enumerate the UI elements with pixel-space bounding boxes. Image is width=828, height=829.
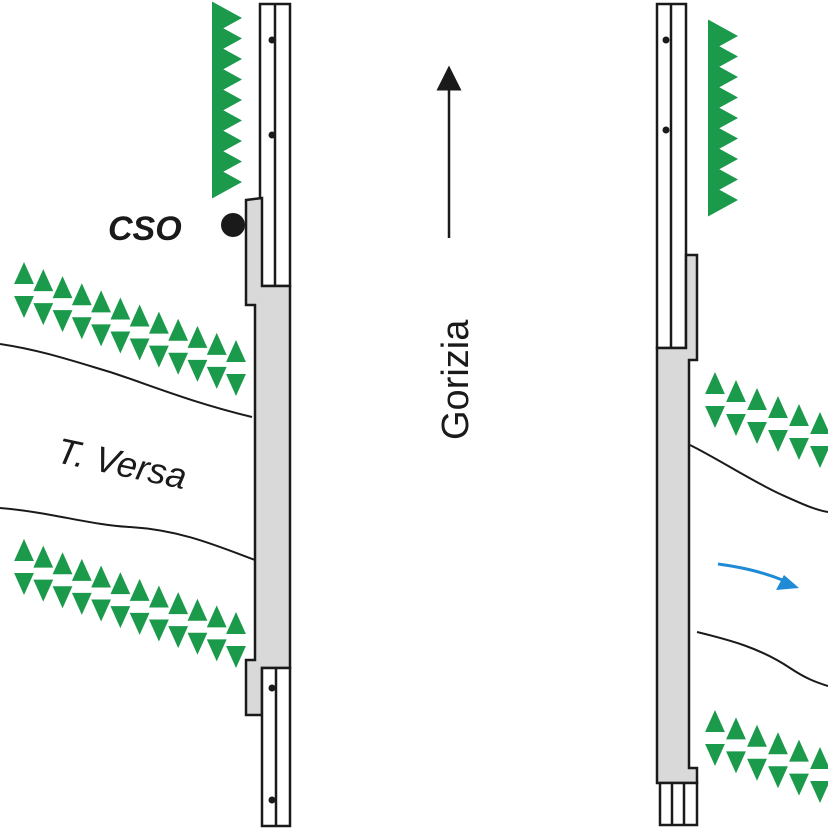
vegetation-triangle-icon bbox=[726, 414, 746, 436]
vegetation-triangle-icon bbox=[206, 366, 227, 389]
vegetation-triangle-icon bbox=[226, 340, 246, 362]
left-upper-pipe-dot bbox=[268, 131, 276, 139]
vegetation-triangle-icon bbox=[747, 388, 767, 410]
vegetation-triangle-icon bbox=[91, 290, 111, 313]
vegetation-triangle-icon bbox=[52, 586, 73, 609]
vegetation-triangle-icon bbox=[91, 565, 111, 588]
vegetation-triangle-icon bbox=[129, 612, 150, 635]
vegetation-triangle-icon bbox=[168, 352, 189, 375]
vegetation-triangle-icon bbox=[810, 747, 828, 769]
left-structure bbox=[244, 2, 292, 828]
vegetation-triangle-icon bbox=[52, 552, 73, 575]
vegetation-triangle-icon bbox=[726, 751, 746, 774]
vegetation-triangle-icon bbox=[71, 283, 92, 306]
right-river-bank-south bbox=[696, 631, 828, 687]
vegetation-triangle-icon bbox=[71, 592, 92, 615]
vegetation-triangle-icon bbox=[129, 578, 150, 601]
vegetation-triangle-icon bbox=[168, 318, 189, 341]
vegetation-triangle-icon bbox=[789, 773, 809, 796]
vegetation-triangle-icon bbox=[129, 304, 150, 327]
vegetation-triangle-icon bbox=[91, 324, 111, 347]
vegetation-triangle-icon bbox=[110, 572, 131, 595]
vegetation-triangle-icon bbox=[747, 422, 767, 444]
vegetation-triangle-icon bbox=[110, 606, 131, 629]
vegetation-triangle-icon bbox=[14, 262, 34, 284]
vegetation-triangle-icon bbox=[129, 338, 150, 361]
vegetation-triangle-icon bbox=[52, 276, 73, 299]
vegetation-layer bbox=[14, 1, 828, 803]
vegetation-triangle-icon bbox=[168, 626, 189, 649]
vegetation-triangle-icon bbox=[14, 296, 34, 318]
right-upper-pipe-dot bbox=[662, 126, 670, 134]
city-label: Gorizia bbox=[435, 319, 477, 440]
vegetation-triangle-icon bbox=[226, 374, 246, 396]
vegetation-triangle-icon bbox=[149, 311, 169, 334]
vegetation-triangle-icon bbox=[187, 632, 208, 655]
vegetation-triangle-icon bbox=[33, 579, 54, 602]
vegetation-triangle-icon bbox=[33, 303, 54, 326]
vegetation-triangle-icon bbox=[768, 732, 788, 755]
right-river-bank-north bbox=[689, 444, 828, 513]
vegetation-triangle-icon bbox=[71, 317, 92, 340]
vegetation-triangle-icon bbox=[810, 781, 828, 803]
right-culvert bbox=[655, 253, 699, 785]
vegetation-triangle-icon bbox=[206, 639, 227, 662]
vegetation-triangle-icon bbox=[726, 717, 746, 740]
cso-point-marker bbox=[221, 213, 245, 237]
left-lower-pipe-dot bbox=[268, 796, 276, 804]
vegetation-triangle-icon bbox=[768, 766, 788, 789]
vegetation-triangle-icon bbox=[810, 446, 828, 468]
vegetation-triangle-icon bbox=[33, 269, 54, 292]
vegetation-triangle-icon bbox=[810, 412, 828, 434]
left-upper-pipe-dot bbox=[268, 36, 276, 44]
right-structure bbox=[655, 2, 699, 827]
vegetation-triangle-icon bbox=[708, 183, 738, 217]
vegetation-triangle-icon bbox=[206, 605, 227, 628]
right-lower-pipe bbox=[658, 781, 699, 827]
right-upper-pipe-dot bbox=[662, 36, 670, 44]
vegetation-triangle-icon bbox=[91, 599, 111, 622]
vegetation-triangle-icon bbox=[705, 710, 725, 732]
vegetation-triangle-icon bbox=[789, 438, 809, 460]
left-river-bank-south bbox=[0, 507, 256, 561]
vegetation-triangle-icon bbox=[206, 332, 227, 355]
vegetation-triangle-icon bbox=[187, 598, 208, 621]
vegetation-triangle-icon bbox=[747, 724, 767, 747]
vegetation-triangle-icon bbox=[168, 592, 189, 615]
vegetation-triangle-icon bbox=[71, 558, 92, 581]
vegetation-triangle-icon bbox=[149, 585, 169, 608]
vegetation-triangle-icon bbox=[149, 619, 169, 642]
vegetation-triangle-icon bbox=[705, 372, 725, 394]
vegetation-triangle-icon bbox=[768, 396, 788, 418]
vegetation-triangle-icon bbox=[226, 646, 246, 668]
vegetation-triangle-icon bbox=[14, 573, 34, 595]
river-label: T. Versa bbox=[53, 430, 190, 497]
vegetation-triangle-icon bbox=[187, 359, 208, 382]
vegetation-triangle-icon bbox=[789, 404, 809, 426]
vegetation-triangle-icon bbox=[726, 380, 746, 402]
vegetation-triangle-icon bbox=[110, 297, 131, 320]
vegetation-triangle-icon bbox=[789, 739, 809, 762]
vegetation-triangle-icon bbox=[52, 310, 73, 333]
vegetation-triangle-icon bbox=[705, 406, 725, 428]
vegetation-triangle-icon bbox=[226, 612, 246, 634]
vegetation-triangle-icon bbox=[212, 165, 242, 199]
cso-label: CSO bbox=[108, 210, 182, 248]
left-river-bank-north bbox=[0, 343, 253, 418]
vegetation-triangle-icon bbox=[705, 744, 725, 766]
vegetation-triangle-icon bbox=[187, 325, 208, 348]
vegetation-triangle-icon bbox=[747, 758, 767, 781]
vegetation-triangle-icon bbox=[33, 545, 54, 568]
vegetation-triangle-icon bbox=[110, 331, 131, 354]
vegetation-triangle-icon bbox=[14, 539, 34, 561]
vegetation-triangle-icon bbox=[768, 430, 788, 452]
flow-direction-arrow-icon bbox=[717, 562, 799, 590]
left-lower-pipe-dot bbox=[268, 684, 276, 692]
vegetation-triangle-icon bbox=[149, 345, 169, 368]
